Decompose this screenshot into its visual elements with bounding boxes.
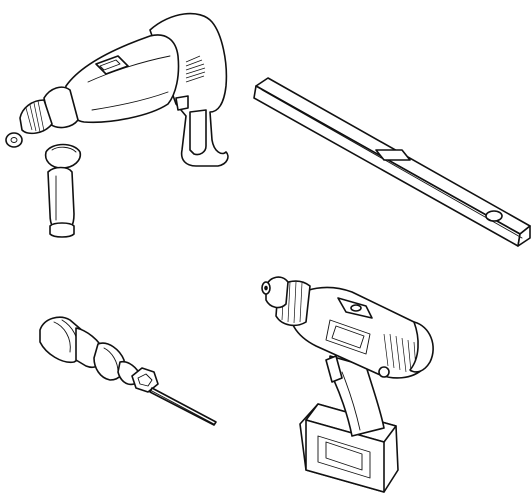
spirit-level-front-face bbox=[253, 85, 521, 247]
hammer-drill-vents bbox=[185, 55, 206, 83]
hammer-drill-trigger bbox=[175, 95, 189, 111]
spirit-level-icon bbox=[253, 77, 531, 247]
hammer-drill-side-handle-clamp bbox=[44, 143, 82, 169]
spirit-level-center-vial bbox=[375, 149, 411, 161]
hammer-drill-chuck-tip bbox=[5, 132, 23, 148]
awl-icon bbox=[39, 316, 217, 426]
hammer-drill-chuck bbox=[19, 99, 53, 135]
spirit-level-end-face bbox=[517, 225, 531, 247]
hammer-drill-collar bbox=[43, 86, 79, 129]
cordless-drill-direction-switch bbox=[378, 366, 390, 378]
spirit-level-end-vial bbox=[485, 210, 503, 222]
hammer-drill-side-handle-cap bbox=[49, 222, 75, 238]
hammer-drill-handle-grip bbox=[189, 109, 207, 156]
hammer-drill-body bbox=[64, 34, 180, 124]
cordless-drill-body bbox=[289, 286, 432, 379]
cordless-drill-trigger bbox=[325, 355, 343, 383]
awl-hex-nut bbox=[131, 367, 159, 393]
cordless-drill-chuck bbox=[265, 276, 289, 309]
hammer-drill-icon bbox=[5, 12, 229, 238]
cordless-drill-clutch-ribs bbox=[281, 281, 303, 324]
hammer-drill-chuck-knurl bbox=[25, 100, 45, 133]
cordless-drill-icon bbox=[261, 276, 434, 493]
cordless-drill-rear-cap bbox=[409, 321, 434, 373]
cordless-drill-vents bbox=[383, 333, 417, 373]
